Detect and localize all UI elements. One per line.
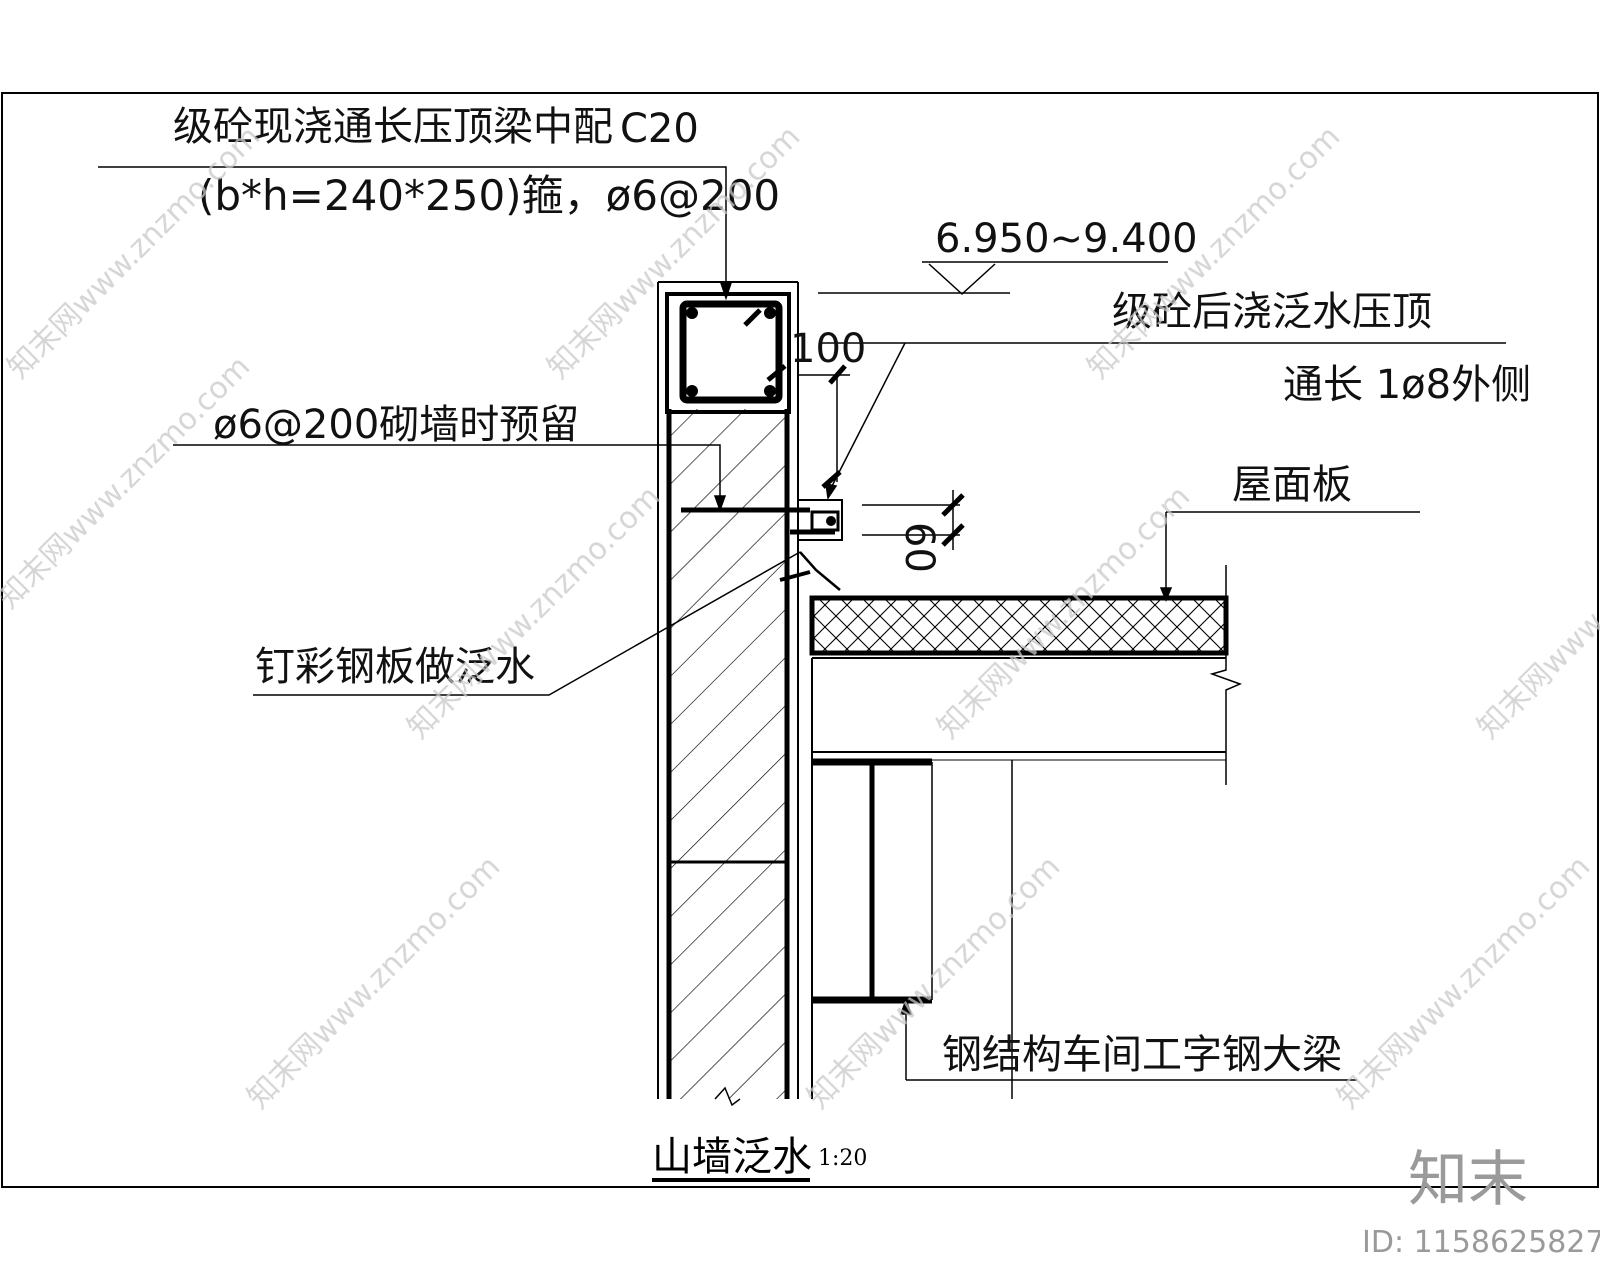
watermark: 知末网www.znzmo.com (1471, 479, 1600, 745)
flashing-coping (779, 499, 843, 591)
watermark: 知末网www.znzmo.com (401, 479, 667, 745)
i-beam (811, 657, 1226, 1099)
beam-label-line1: 级砼现浇通长压顶梁中配 (173, 104, 613, 150)
beam-grade-label: C20 (620, 106, 699, 152)
beam-label-line2: (b*h=240*250)箍，ø6@200 (198, 171, 780, 220)
i-beam-label: 钢结构车间工字钢大梁 (942, 1032, 1342, 1078)
brick-wall (657, 281, 799, 1107)
drawing-frame (1, 92, 1599, 1188)
image-id-label: ID: 1158625827 (1362, 1225, 1600, 1260)
drawing-title: 山墙泛水 (652, 1134, 812, 1180)
flashing-coping-label: 级砼后浇泛水压顶 (1112, 289, 1432, 335)
dim-60-label: 60 (896, 522, 942, 573)
watermark: 知末网www.znzmo.com (241, 849, 507, 1115)
watermark: 知末网www.znzmo.com (541, 119, 807, 385)
watermark: 知末网www.znzmo.com (1, 119, 267, 385)
watermark: 知末网www.znzmo.com (0, 349, 257, 615)
dim-100-label: 100 (790, 326, 866, 372)
elevation-label: 6.950~9.400 (935, 216, 1198, 262)
watermark-layer: 知末网www.znzmo.com 知末网www.znzmo.com 知末网www… (0, 119, 1600, 1115)
watermark: 知末网www.znzmo.com (1331, 849, 1597, 1115)
drawing-scale: 1:20 (818, 1146, 867, 1171)
flashing-coping-sublabel: 通长 1ø8外侧 (1283, 362, 1531, 408)
roof-panel-label: 屋面板 (1232, 462, 1352, 508)
top-beam (665, 292, 791, 414)
brand-logo: 知末 (1408, 1145, 1528, 1215)
roof-panel (809, 565, 1243, 785)
steel-flashing-label: 钉彩钢板做泛水 (255, 644, 535, 690)
elevation-marker (818, 261, 1168, 296)
leader-lines (98, 166, 1506, 1081)
rebar-label: ø6@200砌墙时预留 (213, 402, 579, 448)
dimension-100 (798, 364, 850, 489)
dimension-60 (862, 490, 965, 550)
